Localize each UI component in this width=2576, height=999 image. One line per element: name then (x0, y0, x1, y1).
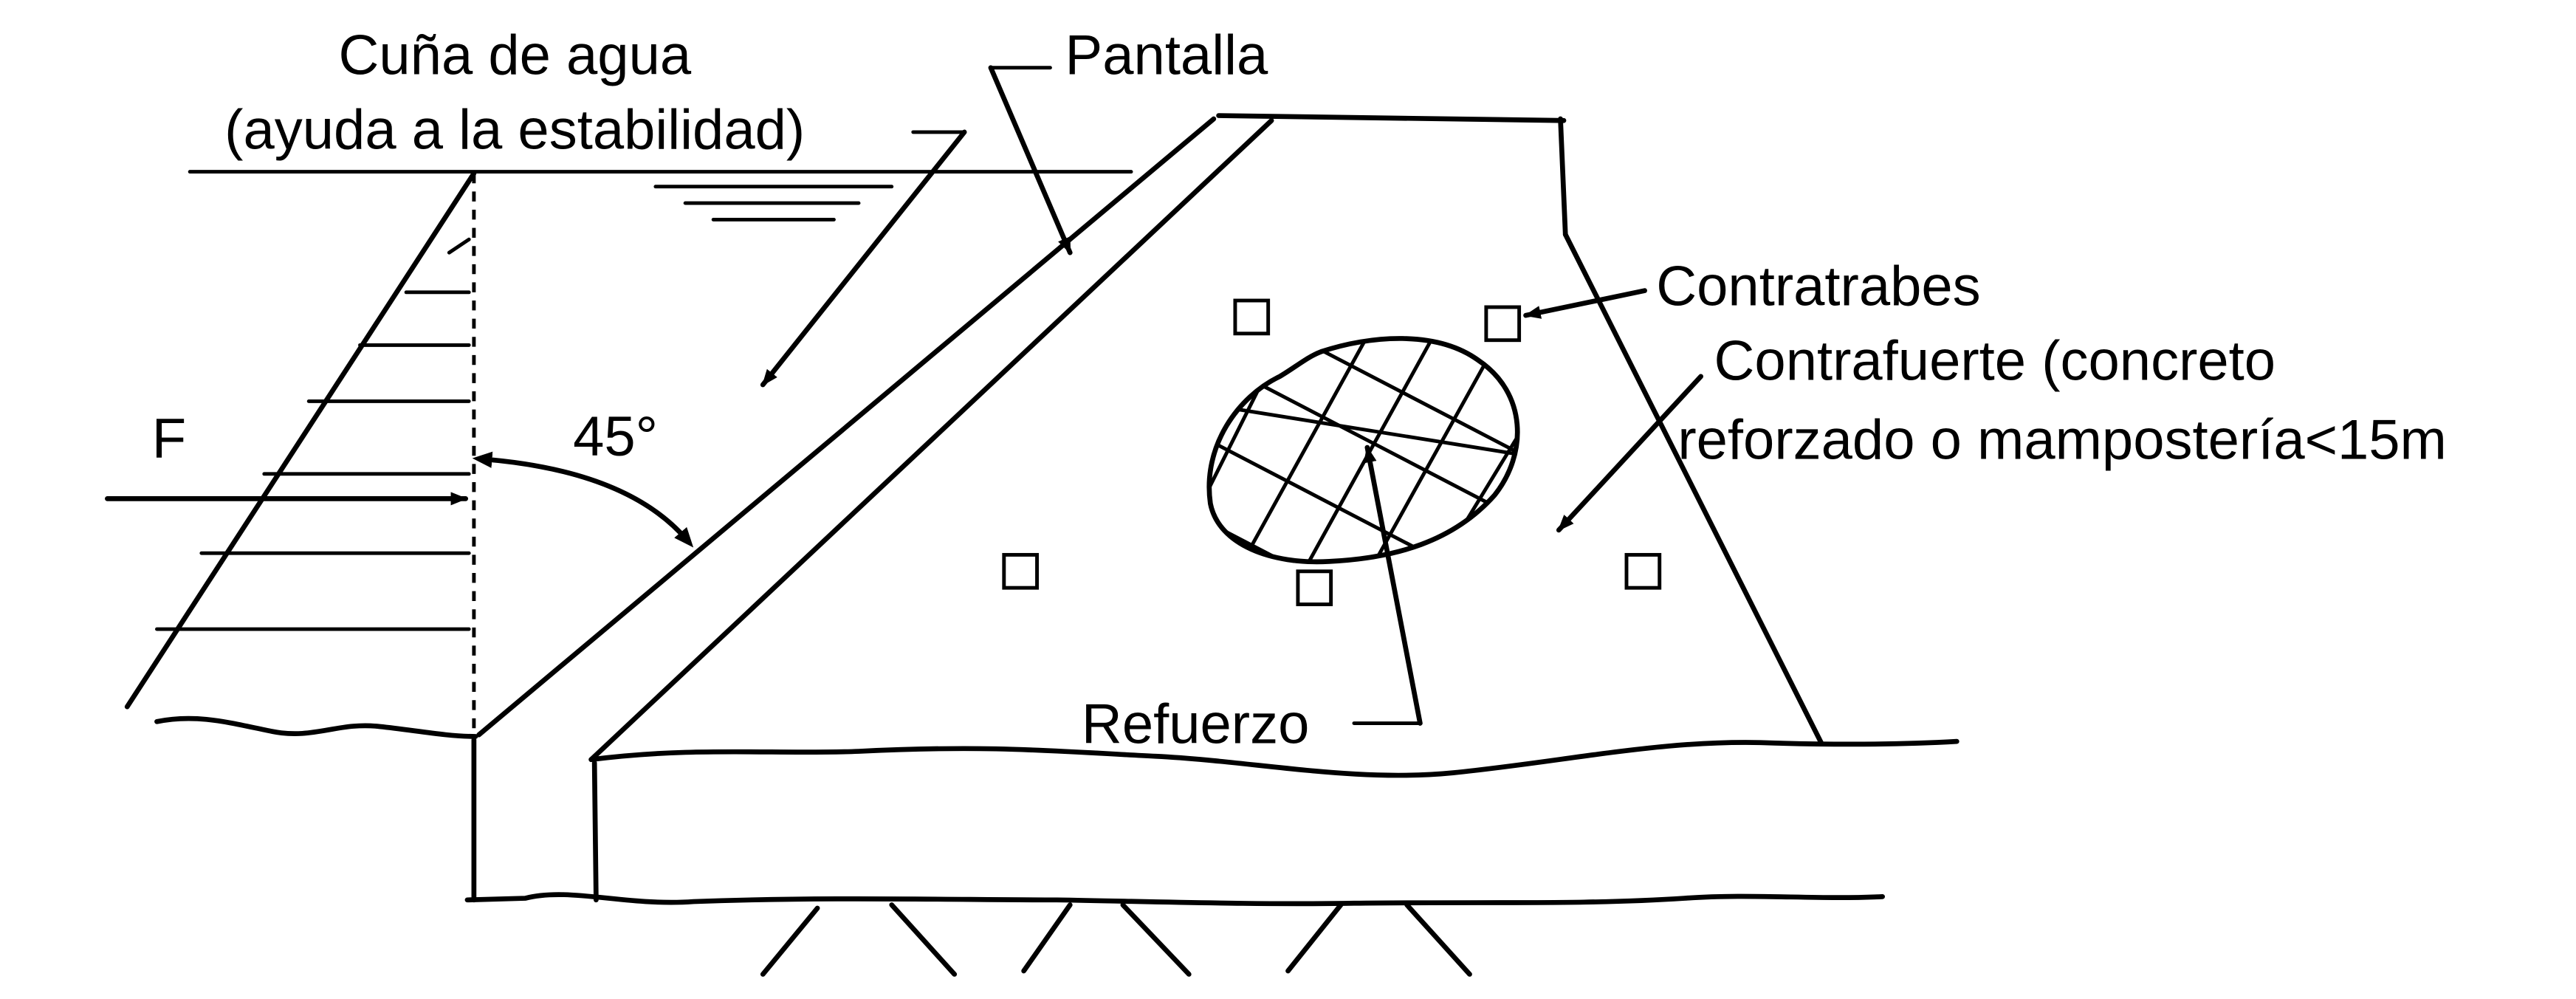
counter-beam (1484, 305, 1522, 343)
water-wedge-label-line2: (ayuda a la estabilidad) (224, 98, 805, 161)
water-surface (188, 170, 1133, 222)
reinforcement-pointer (1363, 444, 1423, 726)
water-wedge-pointer (760, 129, 967, 388)
counter-beam (1624, 552, 1662, 590)
counter-beam (1296, 569, 1333, 606)
counter-beams-pointer (1523, 288, 1647, 319)
base-top-line (588, 738, 1960, 778)
buttress-label-line1: Contrafuerte (concreto (1714, 329, 2276, 392)
foundation (464, 737, 1886, 977)
reinforcement-label: Refuerzo (1082, 693, 1309, 755)
face-slab-pointer (988, 65, 1073, 255)
water-wedge-label-line1: Cuña de agua (338, 24, 691, 87)
angle-arc (472, 451, 694, 548)
counter-beam (1233, 298, 1271, 336)
force-label: F (152, 407, 186, 470)
buttress-outline (1216, 113, 1824, 746)
ground-left (154, 715, 478, 739)
leader-lines (760, 65, 1703, 726)
buttress-pointer (1556, 374, 1703, 533)
counter-beams (1002, 298, 1662, 606)
face-slab (476, 116, 1274, 763)
face-slab-label: Pantalla (1065, 24, 1268, 87)
buttress-label-line2: reforzado o mampostería<15m (1677, 409, 2447, 472)
counter-beams-label: Contratrabes (1656, 255, 1980, 318)
angle-label: 45° (573, 405, 658, 468)
counter-beam (1002, 552, 1040, 590)
